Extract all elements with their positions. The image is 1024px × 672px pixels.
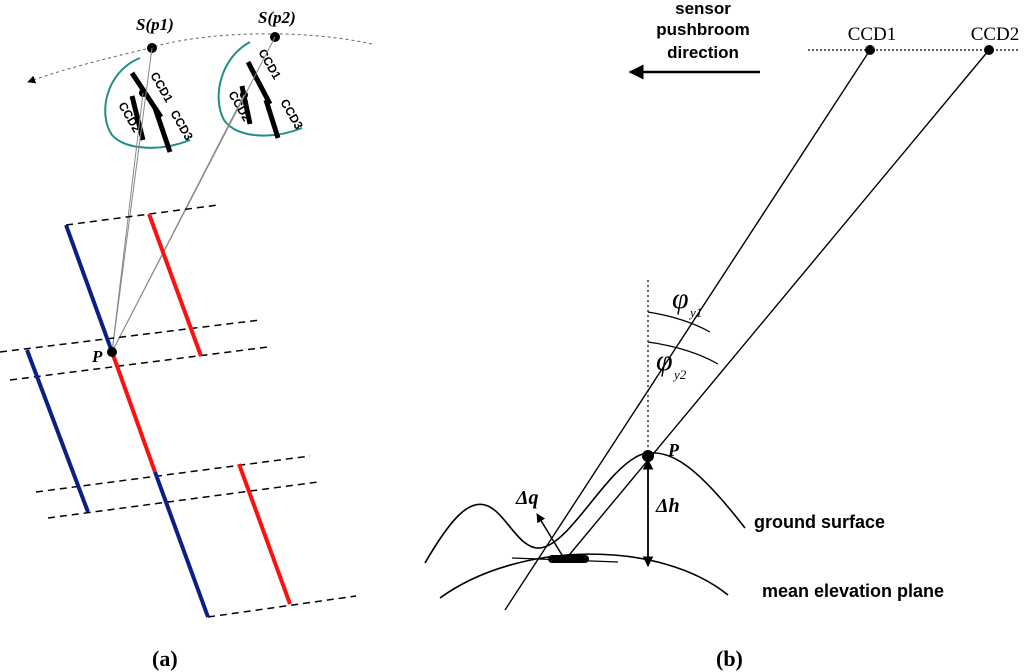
scan-line [47,481,319,519]
ground-point-p [107,347,117,357]
phi-subscript-1: y1 [688,305,702,320]
phi-subscript-2: y2 [672,367,687,382]
sensor-housing-1 [104,57,191,149]
mean-elevation-plane [439,553,729,599]
caption-b: (b) [716,646,743,671]
direction-text-2: pushbroom [656,20,750,39]
image-strip-blue [25,349,90,513]
delta-h-label: Δh [655,495,680,517]
mean-plane-label: mean elevation plane [762,581,944,601]
ccd1-label: CCD1 [848,24,897,45]
view-ray [111,47,153,353]
direction-text-1: sensor [675,0,731,18]
ray-ccd2 [564,49,990,561]
scan-line [9,346,269,381]
image-strip-blue [153,471,210,618]
ground-surface-curve [424,452,746,564]
image-strip-red [110,351,157,473]
scan-line [35,455,311,493]
ccd-bar [245,60,273,106]
image-strip-blue [64,224,114,353]
scan-line [65,204,219,226]
ground-surface-label: ground surface [754,512,885,532]
sensor-housing-2 [217,41,303,137]
ccd-bar [263,99,281,139]
point-label-p: P [91,347,103,366]
image-strip-red [237,463,292,605]
panel-b: sensor pushbroom direction CCD1 CCD2 φ y… [424,0,1020,671]
direction-text-3: direction [667,43,739,62]
ground-point-p-b [642,450,654,462]
scan-line [0,319,261,353]
phi-symbol-2: φ [656,344,673,377]
phi-symbol-1: φ [672,282,689,315]
scan-line [207,595,357,618]
delta-q-label: Δq [515,487,539,509]
ray-ccd1 [504,49,871,611]
ccd-label: CCD3 [277,97,306,133]
ccd-label: CCD2 [225,89,254,125]
view-ray [111,92,144,353]
delta-q-arrow [536,513,566,561]
sensor-label-1: S(p1) [136,15,174,34]
ccd-label: CCD1 [255,47,284,83]
sensor-label-2: S(p2) [258,8,296,27]
ccd-bar [152,107,173,153]
angle-arc-2 [647,341,719,365]
caption-a: (a) [152,646,178,671]
orbit-arc [27,33,373,84]
panel-a: S(p1) S(p2) CCD1 CCD2 CCD3 CCD1 CCD2 CCD… [0,8,373,671]
ccd2-label: CCD2 [971,24,1020,45]
ccd-label: CCD3 [167,108,196,144]
view-ray [111,94,245,353]
image-strip-red [147,213,203,357]
angle-arc-1 [647,311,711,333]
point-label-p-b: P [667,440,680,460]
